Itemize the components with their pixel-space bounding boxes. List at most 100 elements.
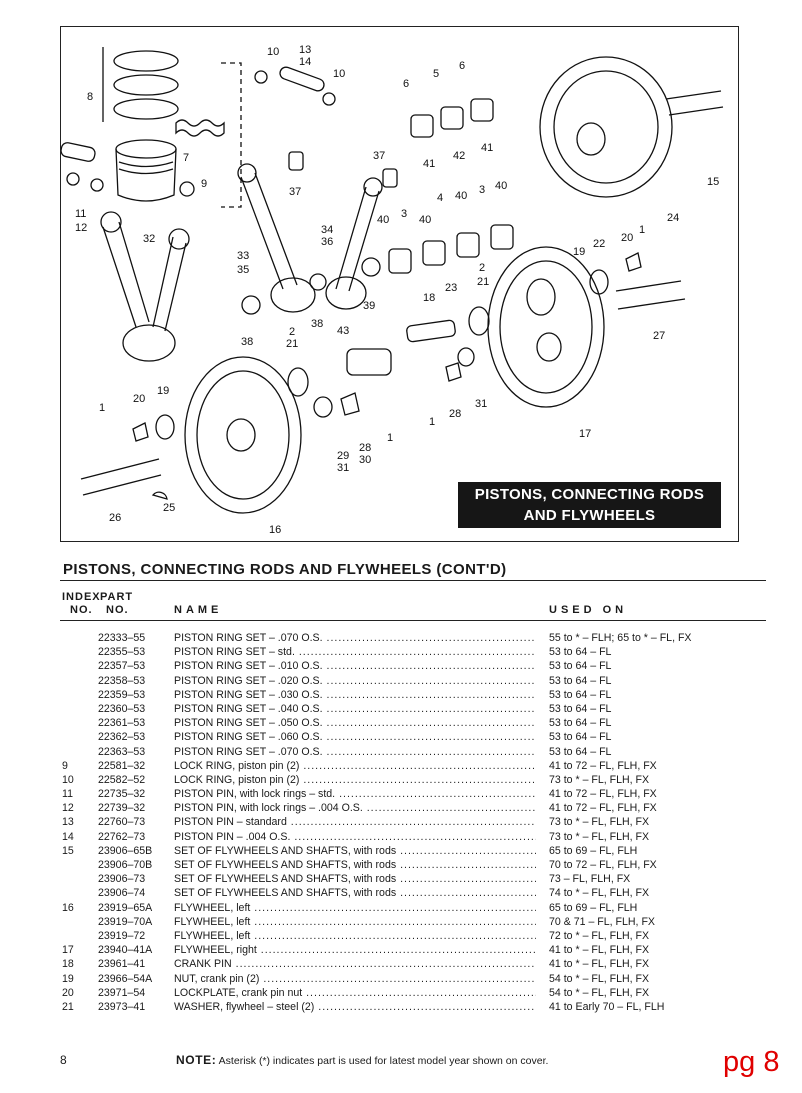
used-on-cell: 53 to 64 – FL	[549, 674, 612, 687]
piston-ring	[113, 98, 179, 120]
svg-text:8: 8	[87, 91, 93, 103]
diagram-title-box: PISTONS, CONNECTING RODS AND FLYWHEELS	[458, 482, 721, 528]
index-cell: 10	[62, 773, 74, 786]
svg-text:36: 36	[321, 236, 333, 248]
table-row: 23906–70B SET OF FLYWHEELS AND SHAFTS, wi…	[0, 859, 802, 873]
part-cell: 22762–73	[98, 830, 146, 843]
svg-text:24: 24	[667, 212, 679, 224]
svg-text:32: 32	[143, 233, 155, 245]
svg-text:9: 9	[201, 178, 207, 190]
expander-ring	[175, 119, 225, 137]
header-rule	[60, 620, 766, 621]
part-cell: 22357–53	[98, 660, 146, 673]
name-cell: LOCKPLATE, crank pin nut	[174, 987, 536, 999]
connecting-rod-33	[240, 172, 298, 290]
used-on-cell: 53 to 64 – FL	[549, 731, 612, 744]
header-used-on: USED ON	[549, 604, 628, 616]
name-cell: LOCK RING, piston pin (2)	[174, 760, 536, 772]
part-cell: 22760–73	[98, 816, 146, 829]
index-cell: 12	[62, 802, 74, 815]
index-cell: 19	[62, 972, 74, 985]
svg-text:2: 2	[479, 262, 485, 274]
name-cell: PISTON RING SET – .060 O.S.	[174, 731, 536, 743]
part-cell: 22358–53	[98, 674, 146, 687]
used-on-cell: 65 to 69 – FL, FLH	[549, 844, 638, 857]
svg-text:37: 37	[289, 186, 301, 198]
bearing-cages	[388, 98, 514, 274]
svg-text:38: 38	[241, 336, 253, 348]
name-cell: CRANK PIN	[174, 958, 536, 970]
svg-text:37: 37	[373, 150, 385, 162]
part-cell: 23906–65B	[98, 844, 153, 857]
used-on-cell: 73 to * – FL, FLH, FX	[549, 773, 650, 786]
svg-text:2: 2	[289, 326, 295, 338]
name-cell: PISTON PIN – standard	[174, 816, 536, 828]
bearing-43	[346, 348, 392, 376]
name-cell: PISTON RING SET – .070 O.S.	[174, 632, 536, 644]
svg-text:5: 5	[433, 68, 439, 80]
section-rule	[60, 580, 766, 581]
header-part-l1: PART	[100, 591, 134, 603]
index-cell: 18	[62, 958, 74, 971]
name-cell: PISTON PIN, with lock rings – .004 O.S.	[174, 802, 536, 814]
svg-text:30: 30	[359, 454, 371, 466]
name-cell: PISTON RING SET – .050 O.S.	[174, 717, 536, 729]
sprocket-shaft	[80, 458, 162, 496]
connecting-rod-34	[335, 186, 380, 292]
used-on-cell: 73 to * – FL, FLH, FX	[549, 816, 650, 829]
header-part-l2: NO.	[106, 604, 129, 616]
header-index-l2: NO.	[70, 604, 93, 616]
pin	[279, 66, 325, 92]
name-cell: PISTON RING SET – .030 O.S.	[174, 689, 536, 701]
part-cell: 23906–73	[98, 873, 146, 886]
flywheel-15	[539, 56, 673, 198]
index-cell: 17	[62, 944, 74, 957]
used-on-cell: 53 to 64 – FL	[549, 646, 612, 659]
svg-text:40: 40	[419, 214, 431, 226]
svg-text:13: 13	[299, 44, 311, 56]
svg-text:12: 12	[75, 222, 87, 234]
name-cell: FLYWHEEL, left	[174, 902, 536, 914]
svg-text:10: 10	[267, 46, 279, 58]
svg-text:23: 23	[445, 282, 457, 294]
lock-ring	[254, 70, 268, 84]
crank-pin	[406, 319, 456, 343]
name-cell: SET OF FLYWHEELS AND SHAFTS, with rods	[174, 845, 536, 857]
svg-text:1: 1	[639, 224, 645, 236]
part-cell: 22363–53	[98, 745, 146, 758]
svg-text:6: 6	[403, 78, 409, 90]
svg-text:40: 40	[495, 180, 507, 192]
name-cell: SET OF FLYWHEELS AND SHAFTS, with rods	[174, 859, 536, 871]
svg-text:26: 26	[109, 512, 121, 524]
index-cell: 11	[62, 788, 73, 801]
used-on-cell: 72 to * – FL, FLH, FX	[549, 929, 650, 942]
pg-label: pg 8	[723, 1046, 780, 1078]
used-on-cell: 65 to 69 – FL, FLH	[549, 901, 638, 914]
part-cell: 23906–70B	[98, 859, 153, 871]
name-cell: PISTON RING SET – .010 O.S.	[174, 660, 536, 672]
name-cell: PISTON RING SET – std.	[174, 646, 536, 658]
index-cell: 9	[62, 759, 68, 772]
svg-text:34: 34	[321, 224, 333, 236]
diagram-title-line2: AND FLYWHEELS	[523, 507, 656, 524]
svg-text:42: 42	[453, 150, 465, 162]
svg-text:19: 19	[573, 246, 585, 258]
pinion-shaft	[615, 280, 686, 310]
part-cell: 23919–70A	[98, 915, 153, 928]
used-on-cell: 74 to * – FL, FLH, FX	[549, 887, 650, 900]
